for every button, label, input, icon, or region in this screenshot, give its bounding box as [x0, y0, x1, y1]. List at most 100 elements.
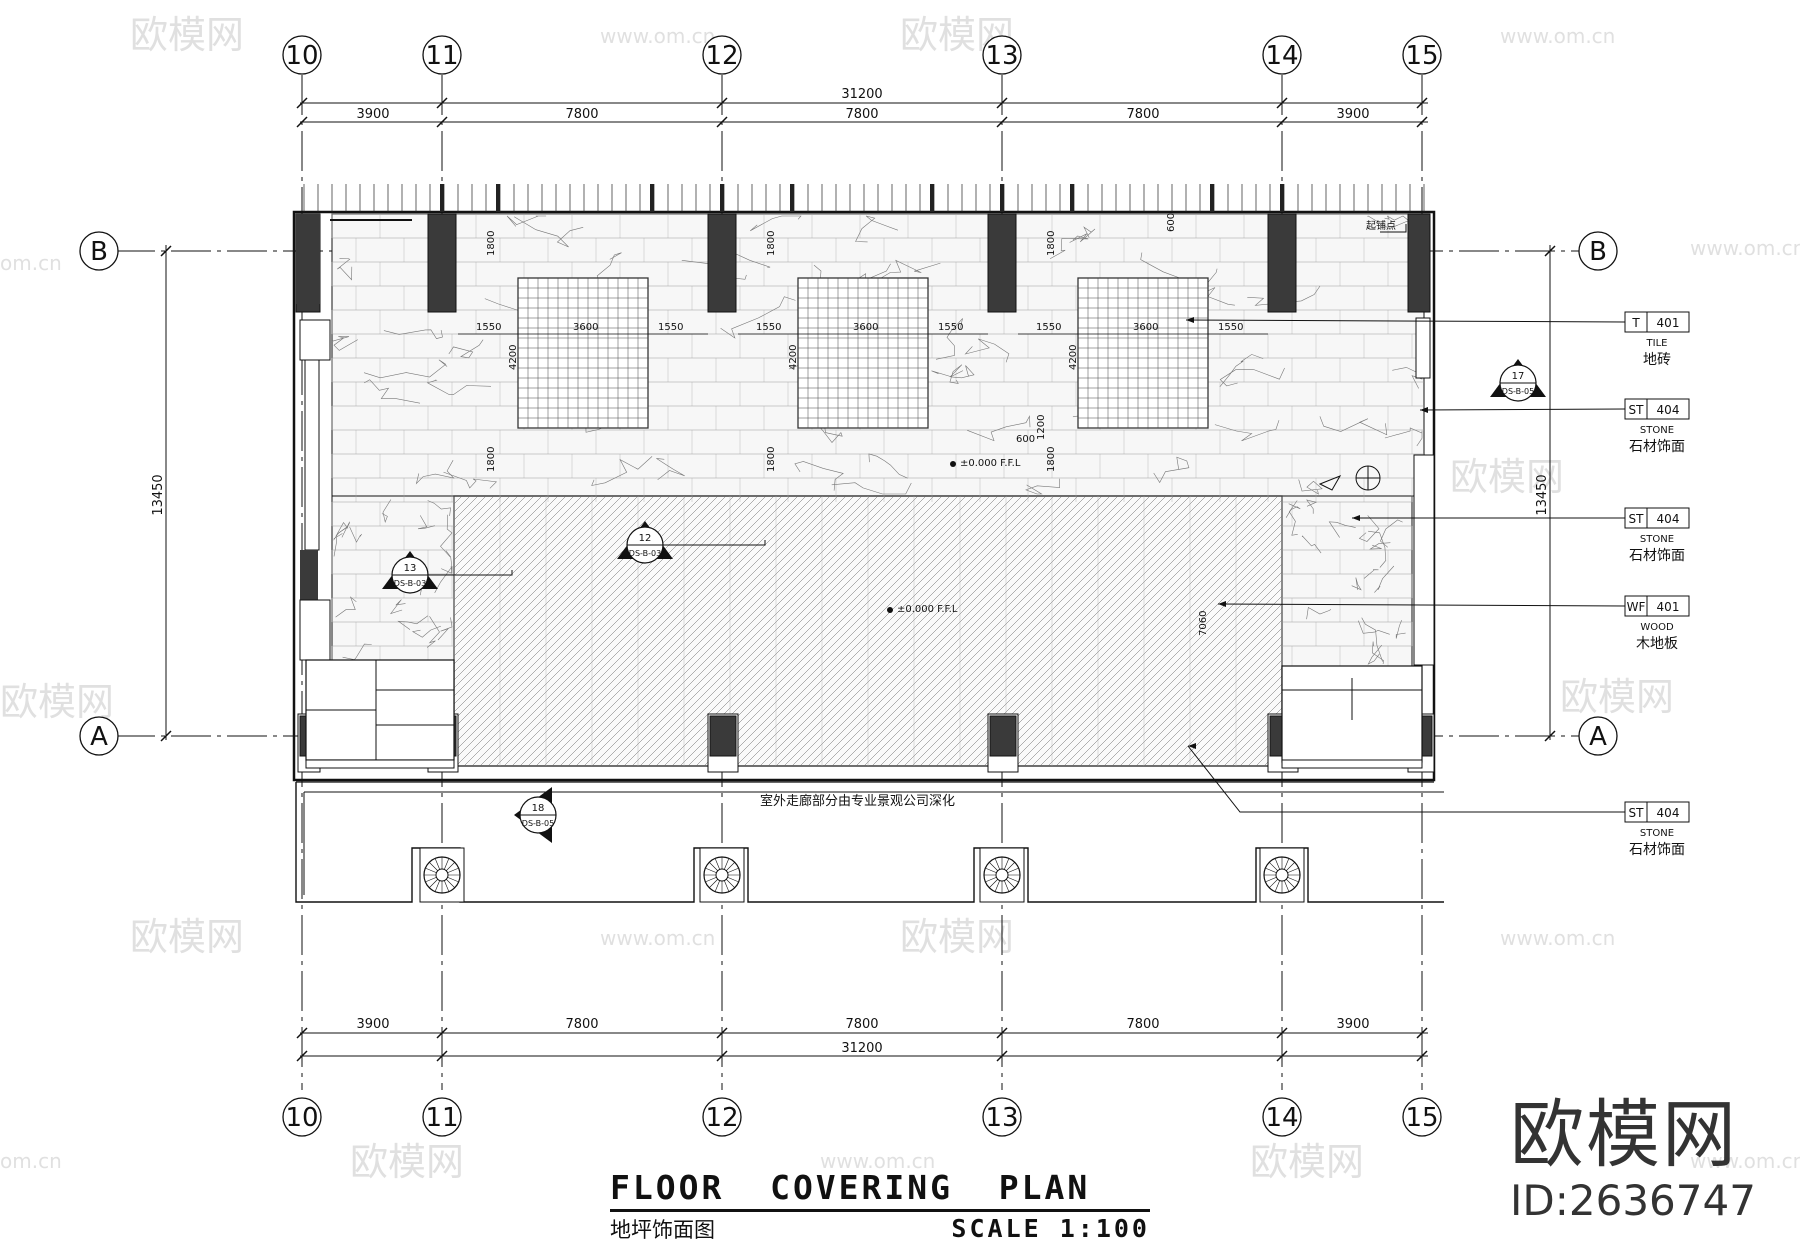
svg-text:404: 404	[1657, 512, 1680, 526]
watermark-url: om.cn	[0, 1149, 62, 1173]
grid-bubble-bottom-10: 10	[285, 1103, 318, 1133]
dim-panel-height: 4200	[1068, 345, 1079, 370]
grid-bubble-right-A: A	[1589, 722, 1607, 752]
dim-seg-top-1: 3900	[356, 107, 389, 122]
tile-panel	[517, 277, 649, 429]
dim-panel-side-left: 1550	[756, 322, 781, 333]
grid-bubble-bottom-12: 12	[705, 1103, 738, 1133]
dim-panel-side-right: 1550	[1218, 322, 1243, 333]
watermark-url: www.om.cn	[1690, 236, 1800, 260]
brand-id: ID:2636747	[1510, 1176, 1756, 1225]
svg-text:404: 404	[1657, 403, 1680, 417]
watermark-brand: 欧模网	[130, 915, 244, 959]
tile-panel	[1077, 277, 1209, 429]
svg-text:WF: WF	[1627, 600, 1646, 614]
watermark-url: www.om.cn	[1690, 1149, 1800, 1173]
dim-small-1200: 1200	[1036, 415, 1047, 440]
watermark-brand: 欧模网	[1450, 455, 1564, 499]
plan-body: 起铺点	[292, 184, 1436, 782]
grid-bubble-top-15: 15	[1405, 41, 1438, 71]
planter-symbols	[419, 847, 1305, 903]
svg-text:WOOD: WOOD	[1640, 622, 1674, 633]
svg-text:ST: ST	[1629, 403, 1645, 417]
column	[1267, 213, 1297, 313]
dim-offset-top: 1800	[486, 231, 497, 256]
title-block: FLOOR COVERING PLAN 地坪饰面图 SCALE 1:100	[610, 1168, 1150, 1244]
drawing-scale: SCALE 1:100	[951, 1214, 1150, 1243]
svg-text:石材饰面: 石材饰面	[1629, 439, 1685, 455]
svg-text:STONE: STONE	[1640, 828, 1674, 839]
watermark-url: www.om.cn	[600, 926, 715, 950]
watermark-url: www.om.cn	[1500, 24, 1615, 48]
svg-text:401: 401	[1657, 316, 1680, 330]
dim-seg-bottom-2: 7800	[565, 1017, 598, 1032]
column	[989, 715, 1017, 757]
watermark-brand: 欧模网	[130, 13, 244, 57]
dim-offset-bottom: 1800	[486, 447, 497, 472]
tile-panels	[458, 277, 1268, 429]
watermark-url: www.om.cn	[1500, 926, 1615, 950]
grid-bubble-top-11: 11	[425, 41, 458, 71]
svg-text:18: 18	[532, 803, 545, 814]
dim-panel-height: 4200	[508, 345, 519, 370]
grid-bubble-top-12: 12	[705, 41, 738, 71]
dim-panel-width: 3600	[573, 322, 598, 333]
dim-overall-bottom: 31200	[841, 1041, 882, 1056]
dim-height-right: 13450	[1535, 474, 1550, 515]
level-marker-1: ±0.000 F.F.L	[960, 458, 1021, 469]
dimension-strings: 31200 31200 3900 7800 7800 7800 3900 390…	[151, 87, 1551, 1057]
dim-seg-top-4: 7800	[1126, 107, 1159, 122]
watermark-url: www.om.cn	[600, 24, 715, 48]
svg-text:地砖: 地砖	[1643, 352, 1671, 368]
watermark-brand: 欧模网	[900, 915, 1014, 959]
svg-text:T: T	[1631, 316, 1640, 330]
svg-text:404: 404	[1657, 806, 1680, 820]
svg-text:ST: ST	[1629, 512, 1645, 526]
grid-bubble-bottom-15: 15	[1405, 1103, 1438, 1133]
watermark-brand: 欧模网	[1250, 1140, 1364, 1184]
title-underline	[610, 1209, 1150, 1212]
column	[427, 213, 457, 313]
svg-text:17: 17	[1512, 371, 1525, 382]
drawing-title: FLOOR COVERING PLAN	[610, 1168, 1091, 1207]
exterior-corridor: 室外走廊部分由专业景观公司深化	[295, 781, 1444, 903]
grid-bubble-bottom-13: 13	[985, 1103, 1018, 1133]
column	[707, 213, 737, 313]
watermark-url: www.om.cn	[820, 1149, 935, 1173]
svg-text:TILE: TILE	[1646, 338, 1668, 349]
dim-offset-bottom: 1800	[766, 447, 777, 472]
svg-text:石材饰面: 石材饰面	[1629, 842, 1685, 858]
svg-text:DS-B-03: DS-B-03	[394, 579, 426, 588]
dim-small-600-top: 600	[1166, 213, 1177, 232]
inner-dimensions: 1550 3600 1550 4200 1800 1800 1550 3600 1550 4200…	[476, 213, 1243, 636]
dim-panel-side-right: 1550	[658, 322, 683, 333]
grid-bubble-bottom-14: 14	[1265, 1103, 1298, 1133]
watermark-url: om.cn	[0, 251, 62, 275]
svg-text:STONE: STONE	[1640, 425, 1674, 436]
svg-text:STONE: STONE	[1640, 534, 1674, 545]
grid-bubble-top-10: 10	[285, 41, 318, 71]
svg-text:12: 12	[639, 533, 652, 544]
dim-seg-bottom-4: 7800	[1126, 1017, 1159, 1032]
dim-offset-bottom: 1800	[1046, 447, 1057, 472]
grid-bubble-bottom-11: 11	[425, 1103, 458, 1133]
svg-text:石材饰面: 石材饰面	[1629, 548, 1685, 564]
dim-panel-side-right: 1550	[938, 322, 963, 333]
drawing-title-cn: 地坪饰面图	[610, 1218, 715, 1242]
column	[987, 213, 1017, 313]
brand-logo-text: 欧模网	[1510, 1092, 1738, 1178]
dim-panel-width: 3600	[1133, 322, 1158, 333]
svg-text:木地板: 木地板	[1636, 636, 1678, 652]
svg-text:DS-B-05: DS-B-05	[1502, 387, 1534, 396]
grid-bubble-right-B: B	[1589, 237, 1607, 267]
